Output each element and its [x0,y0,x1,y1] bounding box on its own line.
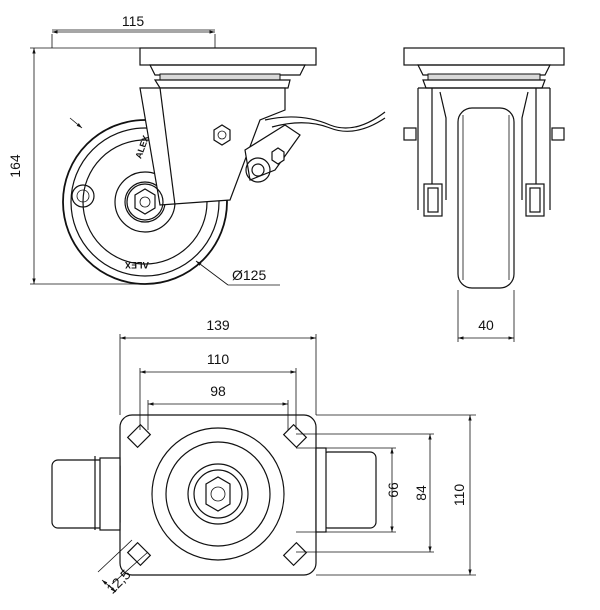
slot-bottom-left [126,541,152,567]
side-brake-lever [264,111,386,129]
slot-top-right [282,423,308,449]
slot-top-left [126,423,152,449]
side-fork [139,87,286,206]
dim-front-wheel-width: 40 [478,317,494,333]
dim-plate-height: 110 [451,484,467,507]
top-view: 139 110 98 66 84 110 12,5 [51,317,476,597]
front-view: 40 [403,47,565,342]
dim-bolt-spacing-vertical-outer: 84 [413,485,429,501]
dim-side-height: 164 [7,154,23,178]
front-top-plate [403,47,565,66]
top-kingpin-nut [205,476,231,512]
side-view: ALEX ALEX 115 164 Ø125 [7,13,386,286]
dim-bolt-spacing-inner: 98 [210,383,226,399]
dim-wheel-diameter: Ø125 [232,267,266,283]
dim-bolt-spacing-vertical-inner: 66 [385,482,401,498]
side-axle-nut [134,188,156,215]
slot-bottom-right [282,541,308,567]
dim-bolt-spacing-outer: 110 [207,351,230,367]
front-fork [417,88,551,210]
side-wheel-brand-bottom: ALEX [125,260,149,270]
dim-side-top-width: 115 [122,13,145,29]
dim-plate-width: 139 [206,317,230,333]
side-top-plate [139,47,317,66]
front-wheel [457,107,515,289]
